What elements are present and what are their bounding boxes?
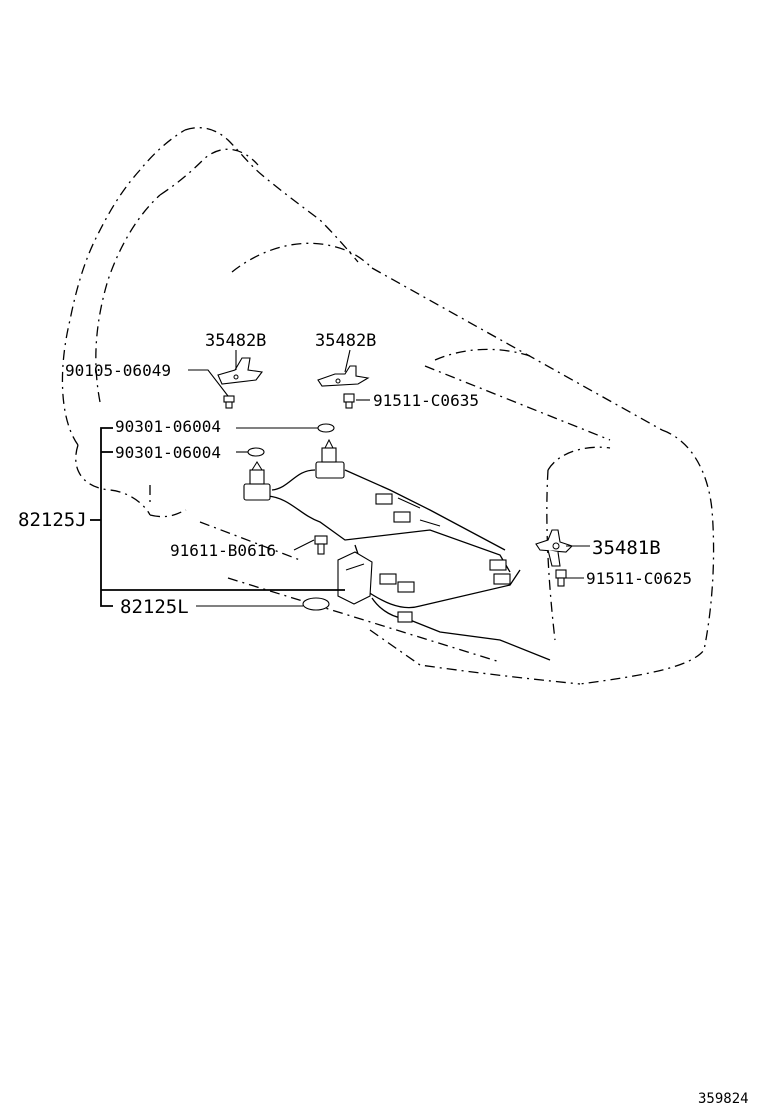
bracket-35482b-right: [317, 365, 370, 387]
label-91511-c0635: 91511-C0635: [373, 391, 479, 410]
sensor-center: [315, 438, 345, 479]
bolt-90105-06049: [223, 395, 235, 409]
assembly-bracket: [90, 427, 345, 607]
diagram-id: 359824: [698, 1091, 749, 1107]
gasket-82125l: [302, 597, 330, 611]
label-35482b-right: 35482B: [315, 331, 376, 351]
label-90301-06004-second: 90301-06004: [115, 443, 221, 462]
label-82125l: 82125L: [120, 596, 189, 618]
bolt-91611-b0616: [314, 535, 328, 555]
transmission-outline: [61, 127, 715, 685]
bracket-35482b-left: [217, 357, 263, 385]
gasket-90301-06004-second: [247, 447, 265, 457]
label-35482b-left: 35482B: [205, 331, 266, 351]
solenoid-body: [337, 551, 373, 605]
label-91611-b0616: 91611-B0616: [170, 541, 276, 560]
sensor-left: [243, 461, 271, 501]
gaskets: [247, 423, 335, 611]
wire-harness: [267, 469, 551, 661]
label-90301-06004-top: 90301-06004: [115, 417, 221, 436]
bracket-35481b: [535, 529, 574, 567]
harness-connectors: [375, 493, 511, 623]
label-82125j: 82125J: [18, 509, 87, 531]
screw-91511-c0635: [343, 393, 355, 409]
label-91511-c0625: 91511-C0625: [586, 569, 692, 588]
label-90105-06049: 90105-06049: [65, 361, 171, 380]
part-labels: 35482B 35482B 90105-06049 91511-C0635 90…: [18, 331, 749, 1107]
gasket-90301-06004-top: [317, 423, 335, 433]
screw-91511-c0625: [555, 569, 567, 587]
label-35481b: 35481B: [592, 537, 661, 559]
leader-lines: [188, 349, 590, 607]
